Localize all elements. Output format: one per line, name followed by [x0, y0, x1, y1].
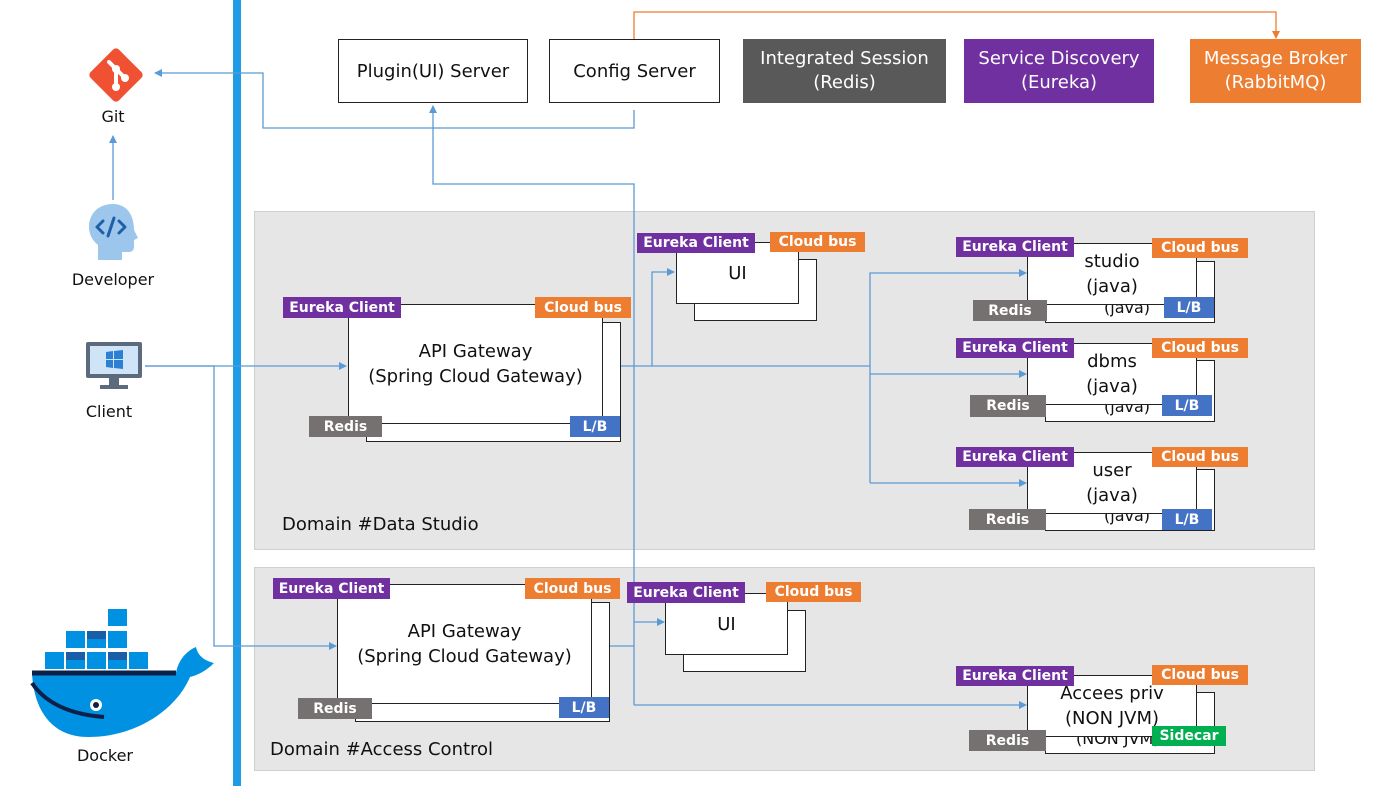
gateway2-box: API Gateway (Spring Cloud Gateway): [337, 584, 592, 704]
accees-sidecar-tag: Sidecar: [1152, 726, 1226, 746]
accees-eureka-tag: Eureka Client: [956, 666, 1074, 686]
ui2-cloudbus-tag: Cloud bus: [766, 582, 861, 602]
studio-redis-tag: Redis: [973, 300, 1047, 321]
dbms-lb-tag: L/B: [1162, 395, 1212, 416]
plugin-server-line: [429, 105, 635, 705]
gateway1-box: API Gateway (Spring Cloud Gateway): [348, 304, 603, 424]
gateway1-lb-tag: L/B: [570, 416, 620, 437]
dbms-redis-tag: Redis: [970, 395, 1046, 417]
ui1-cloudbus-tag: Cloud bus: [770, 232, 865, 252]
gateway2-lb-tag: L/B: [559, 697, 609, 718]
user-cloudbus-tag: Cloud bus: [1152, 447, 1248, 467]
gateway2-cloudbus-tag: Cloud bus: [525, 578, 620, 599]
docker-whale-icon: [30, 609, 214, 737]
git-label: Git: [101, 107, 125, 126]
gateway2-redis-tag: Redis: [298, 698, 372, 719]
studio-line1: studio: [1084, 251, 1140, 272]
user-eureka-tag: Eureka Client: [956, 447, 1074, 467]
plugin-ui-server-box: Plugin(UI) Server: [338, 39, 528, 103]
ui2-label: UI: [717, 613, 736, 635]
gateway1-line1: API Gateway: [418, 341, 533, 362]
service-discovery-line2: (Eureka): [1020, 72, 1098, 93]
config-server-box: Config Server: [549, 39, 720, 103]
studio-eureka-tag: Eureka Client: [956, 237, 1074, 257]
accees-redis-tag: Redis: [969, 730, 1046, 751]
user-redis-tag: Redis: [969, 509, 1046, 530]
studio-line2: (java): [1086, 276, 1138, 297]
client-monitor-icon: [86, 342, 142, 389]
dbms-eureka-tag: Eureka Client: [956, 338, 1074, 358]
dbms-cloudbus-tag: Cloud bus: [1152, 338, 1248, 358]
dbms-line1: dbms: [1087, 351, 1137, 372]
gateway1-redis-tag: Redis: [309, 416, 382, 437]
gateway1-eureka-tag: Eureka Client: [283, 297, 401, 318]
ui1-label: UI: [728, 262, 747, 284]
ui2-eureka-tag: Eureka Client: [627, 582, 745, 603]
user-line2: (java): [1086, 485, 1138, 506]
developer-label: Developer: [71, 270, 155, 289]
to-ui1-line: [651, 268, 675, 366]
ui1-eureka-tag: Eureka Client: [637, 233, 755, 253]
user-line1: user: [1092, 460, 1132, 481]
message-broker-line2: (RabbitMQ): [1224, 72, 1327, 93]
gateway1-line2: (Spring Cloud Gateway): [368, 366, 583, 387]
gateway1-cloudbus-tag: Cloud bus: [535, 297, 631, 318]
plugin-ui-server-label: Plugin(UI) Server: [356, 60, 510, 82]
user-lb-tag: L/B: [1162, 509, 1212, 530]
to-studio-line: [869, 269, 1027, 483]
service-discovery-line1: Service Discovery: [978, 48, 1140, 69]
accees-line2: (NON JVM): [1064, 708, 1160, 729]
studio-lb-tag: L/B: [1164, 297, 1214, 318]
git-icon: [89, 48, 143, 102]
domain-data-studio-label: Domain #Data Studio: [282, 514, 479, 535]
client-label: Client: [85, 402, 133, 421]
config-to-git-line: [154, 69, 635, 129]
ui2-box: UI: [665, 593, 788, 655]
integrated-session-box: Integrated Session (Redis): [743, 39, 946, 103]
accees-line1: Accees priv: [1060, 683, 1164, 704]
config-to-broker-line: [633, 11, 1280, 39]
message-broker-box: Message Broker (RabbitMQ): [1190, 39, 1361, 103]
developer-icon: [89, 204, 138, 260]
docker-label: Docker: [76, 746, 134, 765]
domain-access-control-label: Domain #Access Control: [270, 739, 494, 760]
gateway2-line1: API Gateway: [407, 621, 522, 642]
vertical-divider: [233, 0, 241, 786]
accees-cloudbus-tag: Cloud bus: [1152, 665, 1248, 685]
service-discovery-box: Service Discovery (Eureka): [964, 39, 1154, 103]
integrated-session-line2: (Redis): [813, 72, 876, 93]
config-server-label: Config Server: [573, 60, 696, 82]
gateway2-line2: (Spring Cloud Gateway): [357, 646, 572, 667]
integrated-session-line1: Integrated Session: [760, 48, 929, 69]
gateway2-eureka-tag: Eureka Client: [273, 578, 390, 599]
dbms-line2: (java): [1086, 376, 1138, 397]
client-to-gateway2-line: [145, 365, 337, 650]
message-broker-line1: Message Broker: [1203, 48, 1348, 69]
studio-cloudbus-tag: Cloud bus: [1152, 238, 1248, 258]
